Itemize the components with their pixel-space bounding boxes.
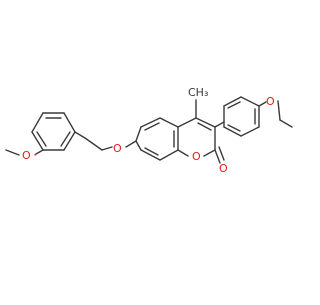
atom-label-methyl: CH₃ [188, 86, 208, 99]
bond-ch2-o [101, 146, 113, 151]
double-bond-inner [144, 122, 160, 131]
bond [159, 149, 179, 161]
bond-c-o [34, 153, 37, 156]
bond-o-ch3 [277, 100, 281, 121]
bond [63, 112, 76, 133]
bond [31, 131, 44, 151]
bond [135, 126, 142, 142]
bond [203, 149, 216, 157]
bond-c-o [258, 101, 267, 107]
bond-o-ch3 [5, 149, 20, 156]
coumarin-benzo-ring [135, 117, 179, 161]
bond [240, 96, 260, 107]
bond [159, 117, 179, 128]
double-bond-inner [36, 131, 47, 147]
structure-canvas: O O CH₃ O O O [5, 86, 293, 175]
bond [31, 112, 44, 133]
bond-carbonyl [214, 149, 221, 164]
bond [240, 126, 260, 137]
double-bond-inner [144, 147, 159, 156]
bond [63, 131, 76, 151]
methoxyphenyl-ring [214, 96, 260, 137]
atom-label-oxygen: O [113, 142, 122, 155]
bond [140, 117, 161, 128]
bond [140, 149, 161, 161]
bond-c-o [35, 149, 44, 155]
atom-label-oxygen: O [219, 162, 228, 175]
bond [177, 117, 197, 128]
bond-ring-ch2 [74, 131, 86, 139]
bond-o-ring [125, 140, 137, 148]
double-bond-inner [227, 101, 241, 109]
bond-carbonyl-double [218, 146, 225, 161]
double-bond-inner [197, 122, 212, 131]
double-bond-inner [227, 124, 241, 132]
bond [177, 149, 189, 157]
methoxybenzyl-ring [31, 112, 76, 151]
atom-label-oxygen: O [266, 95, 275, 108]
atom-label-oxygen: O [192, 150, 201, 163]
atom-label-oxygen: O [22, 149, 31, 162]
bond [195, 117, 216, 128]
molecule-structure: O O CH₃ O O O [5, 86, 293, 175]
bond [135, 140, 142, 151]
bond-ch2 [84, 137, 103, 151]
double-bond-inner [60, 131, 71, 147]
bond-o-ch3 [279, 119, 293, 128]
bond [223, 96, 242, 107]
bond-ring-link [214, 121, 225, 128]
pyrone-ring [177, 117, 225, 164]
bond [223, 126, 242, 137]
